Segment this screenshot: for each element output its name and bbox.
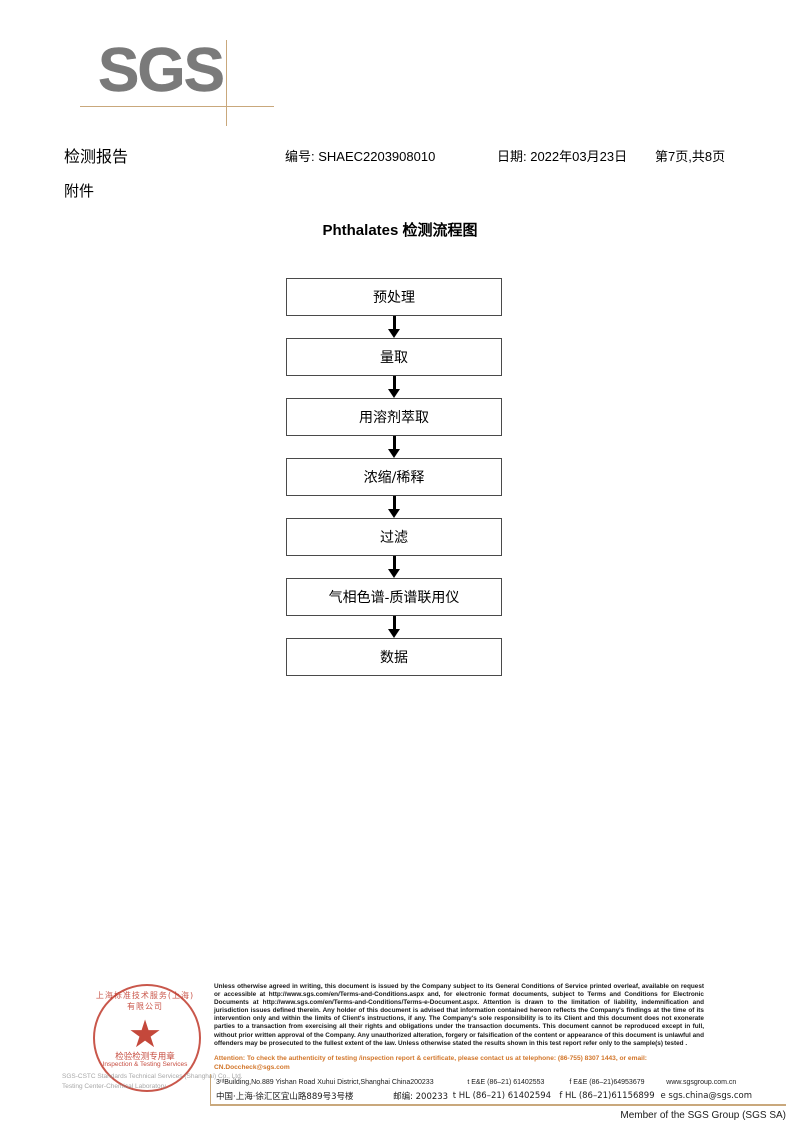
seal-watermark-line-2: Testing Center-Chemical Laboratory bbox=[62, 1083, 167, 1090]
seal-watermark-line-1: SGS-CSTC Standards Technical Services (S… bbox=[62, 1073, 243, 1080]
seal-star-icon: ★ bbox=[127, 1014, 163, 1056]
attention-notice-text: Attention: To check the authenticity of … bbox=[214, 1055, 647, 1071]
flow-step-box: 气相色谱-质谱联用仪 bbox=[286, 578, 502, 616]
seal-arc-text: 上海标准技术服务(上海)有限公司 bbox=[95, 991, 195, 1011]
flow-step-box: 过滤 bbox=[286, 518, 502, 556]
flow-step-box: 用溶剂萃取 bbox=[286, 398, 502, 436]
sgs-logo-text: SGS bbox=[98, 36, 225, 105]
flow-arrow-down-icon bbox=[286, 436, 502, 458]
sgs-group-member-line: Member of the SGS Group (SGS SA) bbox=[620, 1110, 786, 1121]
document-footer: 上海标准技术服务(上海)有限公司 ★ 检验检测专用章 Inspection & … bbox=[0, 975, 800, 1131]
address-row-en: 3ʳᵈBuilding,No.889 Yishan Road Xuhui Dis… bbox=[216, 1075, 796, 1089]
email-address: e sgs.china@sgs.com bbox=[660, 1091, 753, 1101]
attachment-label: 附件 bbox=[64, 182, 95, 200]
page-indicator: 第7页,共8页 bbox=[655, 149, 726, 164]
telephone-primary: t E&E (86–21) 61402553 bbox=[467, 1078, 545, 1086]
address-row-cn: 中国·上海·徐汇区宜山路889号3号楼 邮编: 200233 t HL (86–… bbox=[216, 1089, 796, 1103]
flow-step-box: 数据 bbox=[286, 638, 502, 676]
official-seal-stamp: 上海标准技术服务(上海)有限公司 ★ 检验检测专用章 Inspection & … bbox=[85, 980, 205, 1100]
sgs-logo: SGS bbox=[80, 36, 278, 126]
postal-code: 邮编: 200233 bbox=[393, 1092, 449, 1102]
report-date: 日期: 2022年03月23日 bbox=[497, 149, 628, 164]
postal-code: 200233 bbox=[410, 1078, 434, 1086]
fax-primary: f E&E (86–21)64953679 bbox=[569, 1078, 645, 1086]
telephone-secondary: t HL (86–21) 61402594 bbox=[452, 1091, 552, 1101]
page-title: 检测报告 bbox=[64, 147, 129, 166]
website-url: www.sgsgroup.com.cn bbox=[666, 1078, 737, 1086]
flow-arrow-down-icon bbox=[286, 496, 502, 518]
flow-arrow-down-icon bbox=[286, 316, 502, 338]
address-horizontal-divider bbox=[210, 1104, 786, 1106]
flowchart: 预处理 量取 用溶剂萃取 浓缩/稀释 过滤 气相色谱-质谱联用仪 数据 bbox=[286, 278, 502, 676]
seal-english-text: Inspection & Testing Services bbox=[102, 1061, 188, 1068]
seal-chinese-text: 检验检测专用章 bbox=[115, 1052, 175, 1062]
logo-vertical-rule bbox=[226, 40, 227, 126]
flowchart-title: Phthalates 检测流程图 bbox=[322, 222, 478, 239]
flow-arrow-down-icon bbox=[286, 616, 502, 638]
seal-ring bbox=[93, 984, 201, 1092]
flow-arrow-down-icon bbox=[286, 376, 502, 398]
flow-step-box: 预处理 bbox=[286, 278, 502, 316]
flow-step-box: 浓缩/稀释 bbox=[286, 458, 502, 496]
flow-arrow-down-icon bbox=[286, 556, 502, 578]
report-number: 编号: SHAEC2203908010 bbox=[285, 149, 436, 164]
address-contact-table: 3ʳᵈBuilding,No.889 Yishan Road Xuhui Dis… bbox=[216, 1075, 796, 1103]
legal-disclaimer-text: Unless otherwise agreed in writing, this… bbox=[214, 983, 704, 1047]
address-line: 3ʳᵈBuilding,No.889 Yishan Road Xuhui Dis… bbox=[216, 1078, 411, 1086]
address-vertical-divider bbox=[210, 1074, 211, 1104]
address-line: 中国·上海·徐汇区宜山路889号3号楼 bbox=[216, 1092, 354, 1102]
document-header: 检测报告 编号: SHAEC2203908010 日期: 2022年03月23日… bbox=[0, 143, 800, 167]
fax-secondary: f HL (86–21)61156899 bbox=[559, 1091, 655, 1101]
logo-horizontal-rule bbox=[80, 106, 274, 107]
flow-step-box: 量取 bbox=[286, 338, 502, 376]
